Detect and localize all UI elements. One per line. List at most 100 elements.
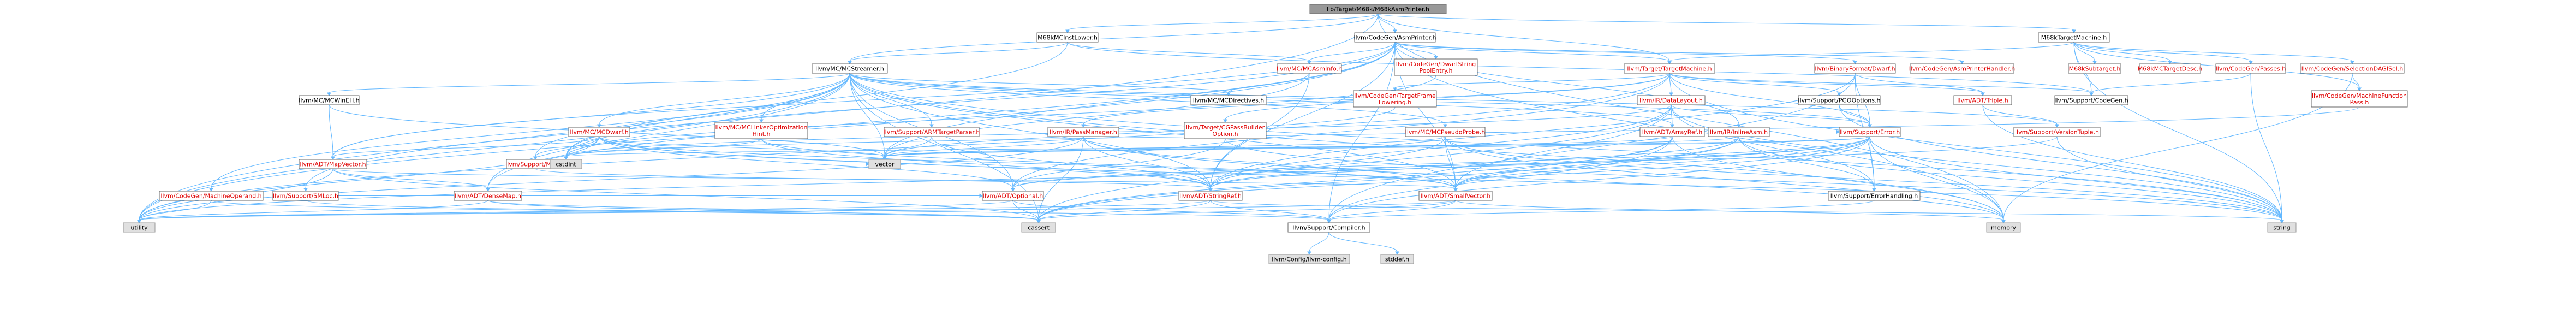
node-selectiondagisel[interactable]: llvm/CodeGen/SelectionDAGISel.h [2300,63,2405,74]
edge-arrowhead [1307,61,1311,64]
node-cstdint: cstdint [550,159,582,169]
edge-arrowhead [564,156,568,160]
node-label: llvm/MC/MCPseudoProbe.h [1405,129,1485,136]
node-adt_triple[interactable]: llvm/ADT/Triple.h [1953,95,2012,105]
edge-root-to-mcstreamer [848,13,1379,64]
edge-arrowhead [2089,92,2094,96]
node-targetmachine_m68k[interactable]: M68kTargetMachine.h [2038,32,2110,43]
node-target_targetmachine[interactable]: llvm/Target/TargetMachine.h [1624,63,1715,74]
node-box [1986,222,2021,233]
edge-mcstreamer-to-machineoperand [209,73,850,192]
node-box [1708,127,1770,137]
node-codegen_passes[interactable]: llvm/CodeGen/Passes.h [2215,63,2286,74]
edge-arrowhead [1065,29,1070,33]
edge-arrowhead [1443,124,1447,128]
node-mcinstlower[interactable]: M68kMCInstLower.h [1036,32,1099,43]
edge-arrowhead [303,188,308,192]
node-box [1184,122,1267,139]
node-box [714,122,808,139]
node-inlineasm[interactable]: llvm/IR/InlineAsm.h [1708,127,1770,137]
edge-arrowhead [331,156,335,160]
node-arrayref[interactable]: llvm/ADT/ArrayRef.h [1639,127,1705,137]
node-label: lib/Target/M68k/M68kAsmPrinter.h [1327,6,1429,13]
node-mcdwarf[interactable]: llvm/MC/MCDwarf.h [568,127,630,137]
node-label: llvm/Target/CGPassBuilder [1186,124,1265,131]
node-label: llvm/MC/MCDwarf.h [570,129,628,136]
node-label: llvm/Support/VersionTuple.h [2015,129,2099,136]
node-box [884,127,980,137]
node-m68ktargetdesc[interactable]: M68kMCTargetDesc.h [2138,63,2203,74]
node-label: Hint.h [752,131,770,138]
node-box [2300,63,2405,74]
node-passmanager[interactable]: llvm/IR/PassManager.h [1047,127,1119,137]
node-box [1418,191,1493,201]
node-armtargetparser[interactable]: llvm/Support/ARMTargetParser.h [884,127,980,137]
node-smallvector[interactable]: llvm/ADT/SmallVector.h [1418,191,1493,201]
node-binaryformat_dwarf[interactable]: llvm/BinaryFormat/Dwarf.h [1814,63,1896,74]
edge-arrowhead [597,124,601,128]
edge-arrowhead [979,193,983,198]
node-compiler[interactable]: llvm/Support/Compiler.h [1287,222,1370,233]
node-label: llvm/ADT/ArrayRef.h [1642,129,1703,136]
node-support_error[interactable]: llvm/Support/Error.h [1839,127,1901,137]
node-box [982,191,1044,201]
node-smloc[interactable]: llvm/Support/SMLoc.h [272,191,339,201]
node-label: llvm/Support/ARMTargetParser.h [884,129,980,136]
node-pgooptions[interactable]: llvm/Support/PGOOptions.h [1798,95,1881,105]
edge-asmprinter-to-dwarfstringpool [1394,42,1438,60]
node-box [1287,222,1370,233]
edge-passmanager-to-stringref [1083,136,1213,192]
node-machineoperand[interactable]: llvm/CodeGen/MachineOperand.h [159,191,264,201]
node-label: Lowering.h [1379,99,1411,106]
node-box [1953,95,2012,105]
edge-target_targetmachine-to-targetframelowering [1393,73,1670,91]
node-label: PoolEntry.h [1420,67,1453,74]
node-label: llvm/CodeGen/MachineFunction [2312,92,2407,99]
node-label: M68kTargetMachine.h [2041,34,2107,42]
edge-asmprinter-to-asmprinterhandler [1394,42,1964,64]
node-asmprinterhandler[interactable]: llvm/CodeGen/AsmPrinterHandler.h [1909,63,2016,74]
node-versiontuple[interactable]: llvm/Support/VersionTuple.h [2013,127,2101,137]
edge-root-to-asmprinter [1378,13,1397,33]
node-mapvector[interactable]: llvm/ADT/MapVector.h [299,159,367,169]
edge-mcstreamer-to-armtargetparser [849,73,934,128]
node-support_codegen[interactable]: llvm/Support/CodeGen.h [2054,95,2128,105]
node-label: llvm/Config/llvm-config.h [1272,256,1347,263]
edge-arrowhead [1434,56,1438,60]
node-mcpseudoprobe[interactable]: llvm/MC/MCPseudoProbe.h [1405,127,1486,137]
node-label: llvm/CodeGen/Passes.h [2216,66,2286,73]
edge-passmanager-to-smallvector [1083,136,1458,192]
node-config: llvm/Config/llvm-config.h [1268,254,1350,264]
node-optional[interactable]: llvm/ADT/Optional.h [982,191,1044,201]
edge-arrowhead [866,162,869,167]
edge-optional-to-cassert [1012,200,1041,223]
edge-mcwinEH-to-mapvector [329,104,335,160]
node-m68ksubtarget[interactable]: M68kSubtarget.h [2068,63,2121,74]
edge-root-to-mcinstlower [1065,13,1379,33]
node-stringref[interactable]: llvm/ADT/StringRef.h [1178,191,1243,201]
node-box [1637,95,1706,105]
edge-targetmachine_m68k-to-codegen_passes [2073,42,2253,64]
edge-arrowhead [1011,188,1015,192]
node-ir_datalayout[interactable]: llvm/IR/DataLayout.h [1637,95,1706,105]
node-asmprinter[interactable]: llvm/CodeGen/AsmPrinter.h [1353,32,1436,43]
node-mcwinEH[interactable]: llvm/MC/MCWinEH.h [299,95,360,105]
node-errorhandling[interactable]: llvm/Support/ErrorHandling.h [1828,191,1921,201]
node-label: llvm/CodeGen/AsmPrinterHandler.h [1909,66,2016,73]
node-box [1036,32,1099,43]
edge-arrowhead [533,156,538,160]
node-box [1178,191,1243,201]
node-mcasminfo[interactable]: llvm/MC/MCAsmInfo.h [1277,63,1342,74]
node-mcstreamer[interactable]: llvm/MC/MCStreamer.h [812,63,888,74]
node-densemap[interactable]: llvm/ADT/DenseMap.h [454,191,522,201]
edge-arrowhead [1226,92,1231,96]
node-label: llvm/ADT/Triple.h [1957,97,2008,104]
node-label: cassert [1028,224,1050,232]
node-mcdirectives[interactable]: llvm/MC/MCDirectives.h [1190,95,1267,105]
